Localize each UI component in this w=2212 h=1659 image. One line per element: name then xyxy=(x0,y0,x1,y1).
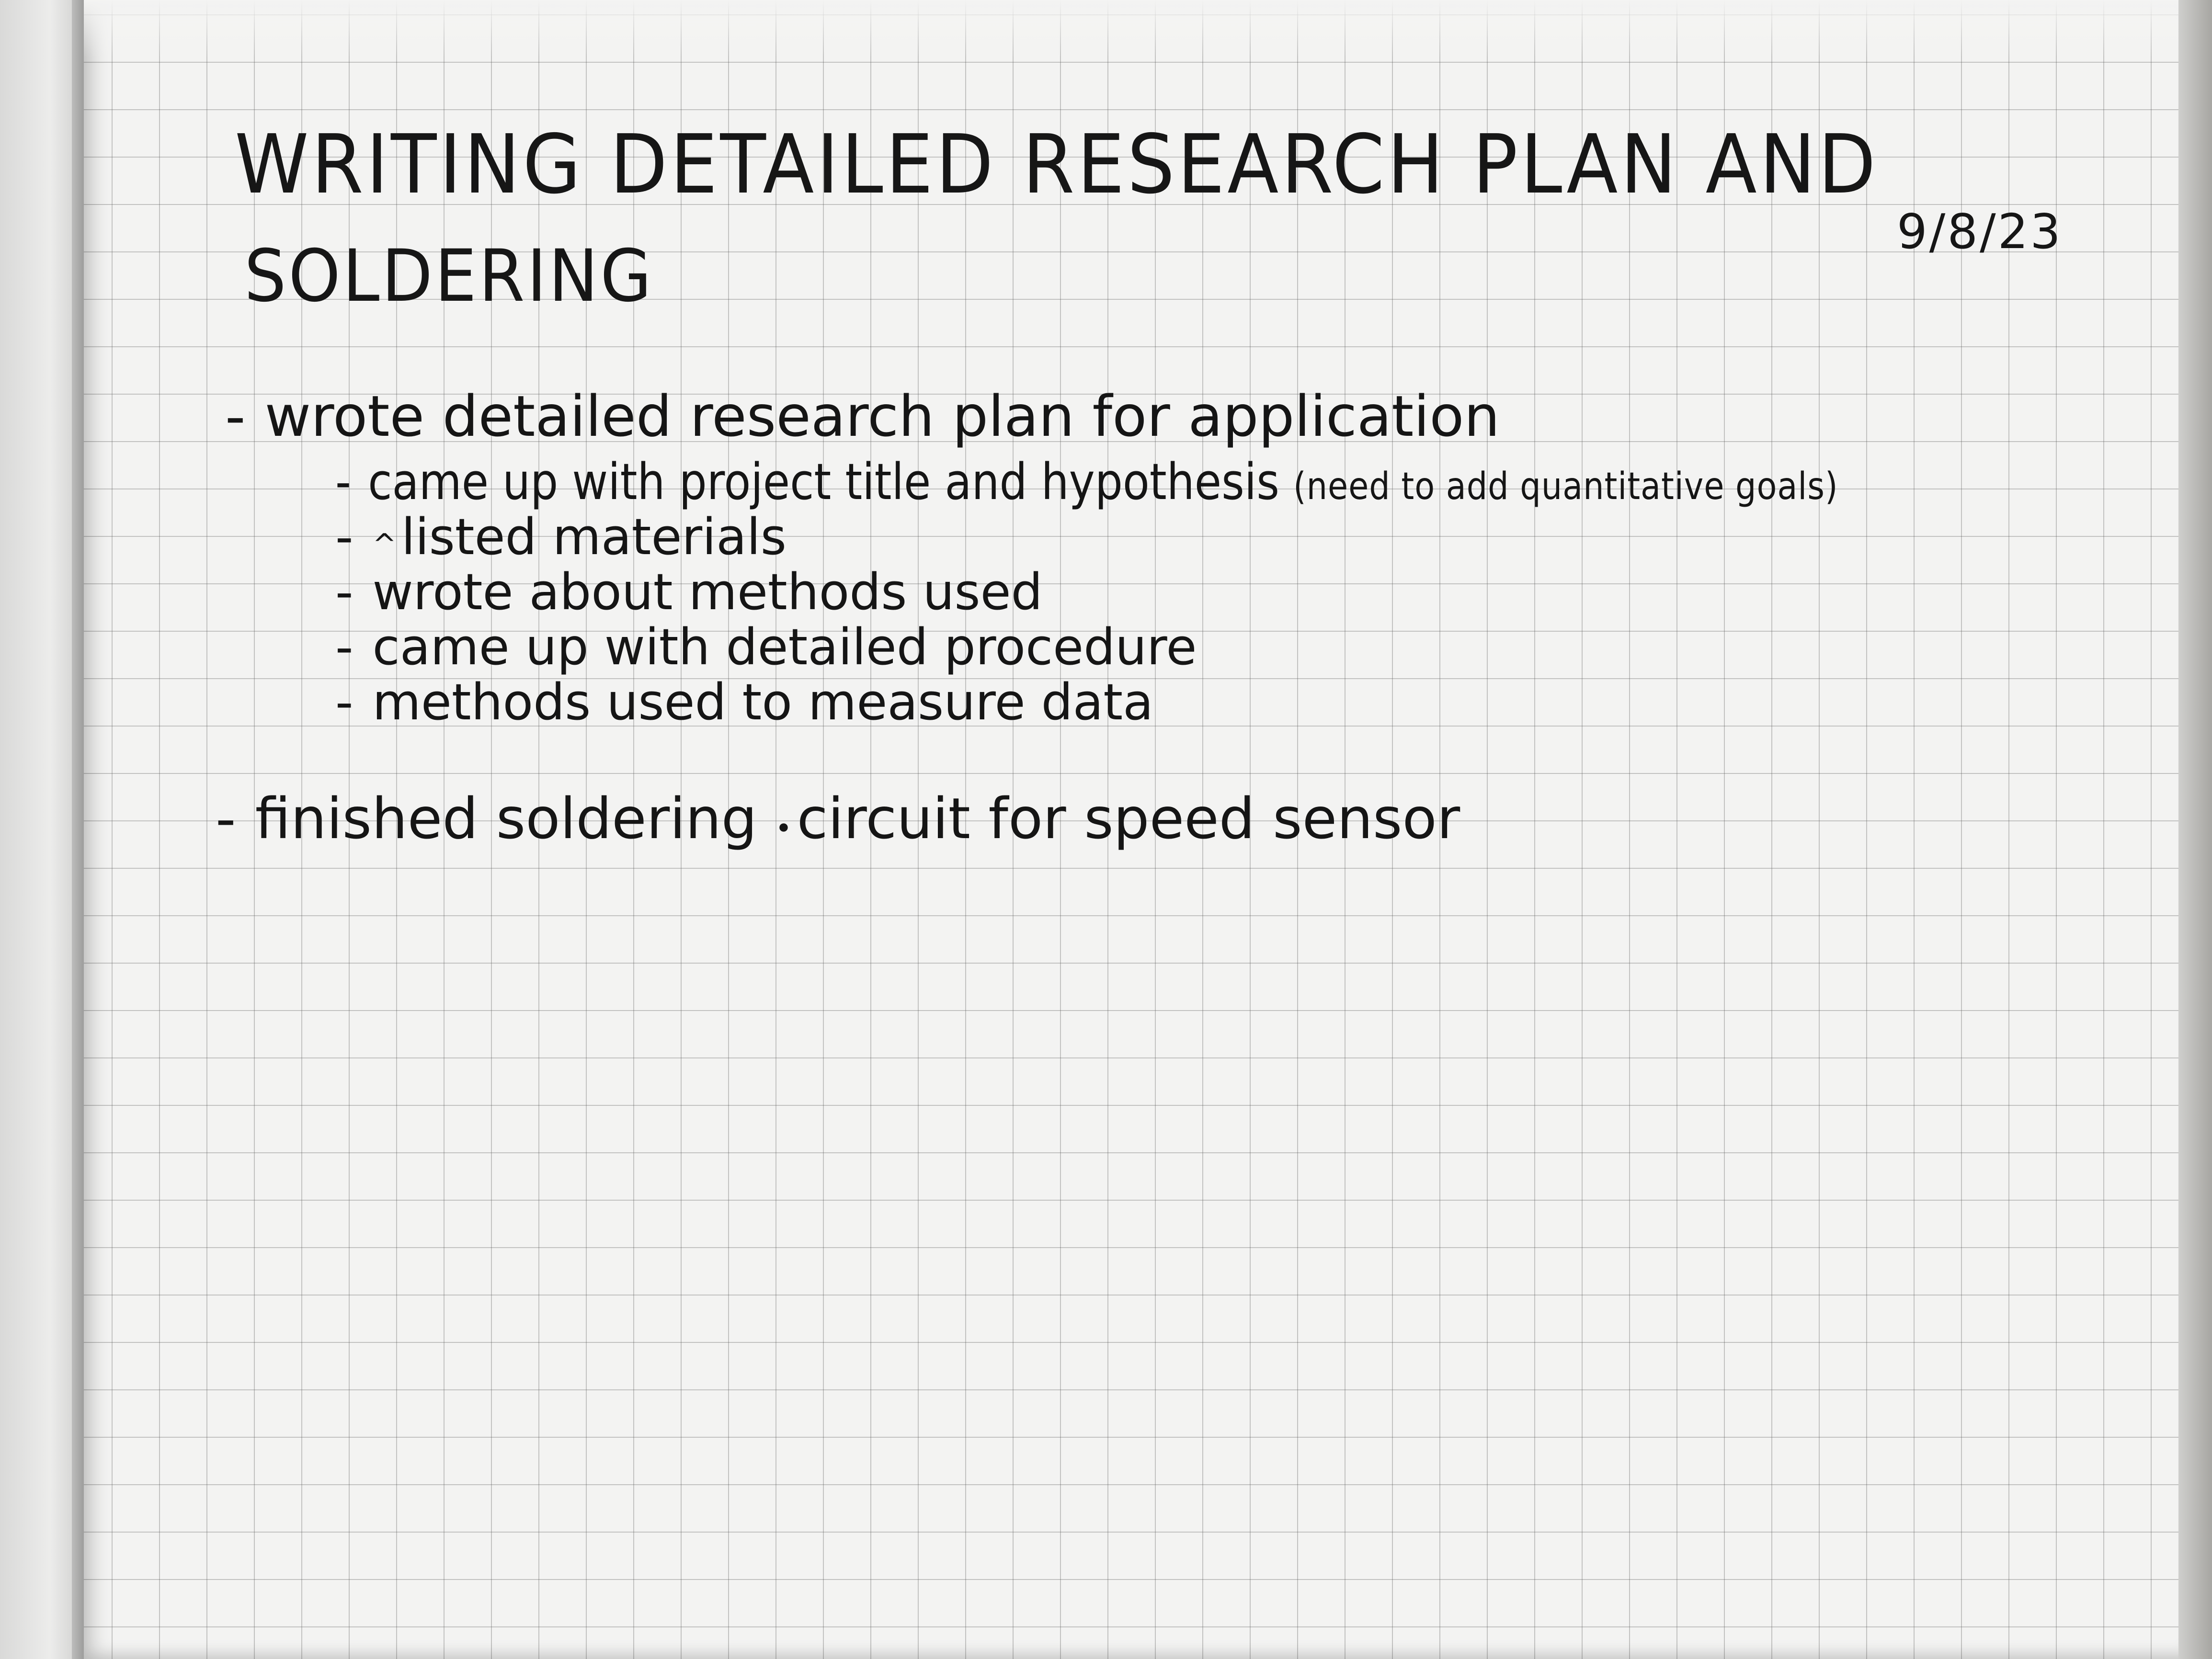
bullet-dash: - xyxy=(335,563,353,621)
bullet-dash: - xyxy=(335,453,352,511)
sub-list-item-text: listed materials xyxy=(401,508,787,566)
sub-list-item: -^listed materials xyxy=(335,508,787,566)
bullet-dot-mark: • xyxy=(775,812,792,845)
bullet-dash: - xyxy=(216,785,236,852)
list-item-text-continued: circuit for speed sensor xyxy=(797,785,1460,852)
bullet-dash: - xyxy=(335,508,353,566)
page-title-line-2: SOLDERING xyxy=(244,235,654,318)
bullet-dash: - xyxy=(335,673,353,731)
list-item: -wrote detailed research plan for applic… xyxy=(225,383,1500,449)
sub-list-item-text: came up with project title and hypothesi… xyxy=(368,453,1279,511)
sub-list-item: -methods used to measure data xyxy=(335,673,1153,731)
sub-list-item-note: (need to add quantitative goals) xyxy=(1293,465,1838,508)
sub-list-item: -wrote about methods used xyxy=(335,563,1043,621)
bullet-dash: - xyxy=(225,383,246,449)
right-edge xyxy=(2178,0,2212,1659)
entry-date: 9/8/23 xyxy=(1897,204,2063,260)
sub-list-item-text: methods used to measure data xyxy=(372,673,1153,731)
list-item-text: finished soldering xyxy=(255,785,757,852)
sub-list-item-text: wrote about methods used xyxy=(372,563,1043,621)
sub-list-item-text: came up with detailed procedure xyxy=(372,618,1197,676)
page-top-margin xyxy=(84,0,2189,57)
insert-mark: ^ xyxy=(372,528,397,561)
list-item: -finished soldering •circuit for speed s… xyxy=(216,785,1460,852)
sub-list-item: -came up with project title and hypothes… xyxy=(335,453,1838,511)
grid-paper-page xyxy=(84,0,2189,1659)
sub-list-item: -came up with detailed procedure xyxy=(335,618,1197,676)
list-item-text: wrote detailed research plan for applica… xyxy=(264,383,1500,449)
page-title-line-1: WRITING DETAILED RESEARCH PLAN AND xyxy=(235,117,1879,212)
bullet-dash: - xyxy=(335,618,353,676)
